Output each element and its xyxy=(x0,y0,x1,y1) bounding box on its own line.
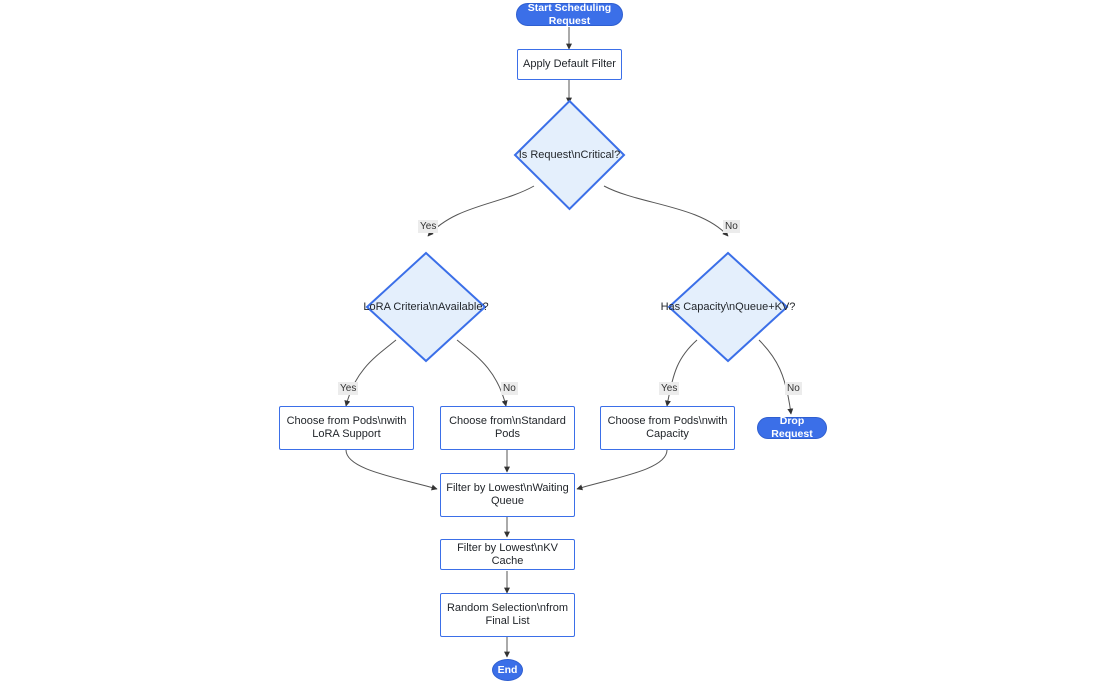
node-has-capacity[interactable]: Has Capacity\nQueue+KV? xyxy=(660,251,796,363)
edge-label-critical-yes: Yes xyxy=(418,220,439,233)
node-is-request-critical[interactable]: Is Request\nCritical? xyxy=(513,99,626,211)
node-filter-kv-cache[interactable]: Filter by Lowest\nKV Cache xyxy=(440,539,575,570)
node-lora-criteria-available-label: LoRA Criteria\nAvailable? xyxy=(363,301,489,313)
node-choose-standard-pods[interactable]: Choose from\nStandard Pods xyxy=(440,406,575,450)
node-end[interactable]: End xyxy=(492,659,523,681)
node-choose-lora-pods-label: Choose from Pods\nwith LoRA Support xyxy=(286,415,407,440)
node-apply-default-filter[interactable]: Apply Default Filter xyxy=(517,49,622,80)
node-choose-capacity-pods[interactable]: Choose from Pods\nwith Capacity xyxy=(600,406,735,450)
node-choose-standard-pods-label: Choose from\nStandard Pods xyxy=(449,415,566,440)
node-start-label: Start Scheduling Request xyxy=(527,1,612,27)
node-start[interactable]: Start Scheduling Request xyxy=(516,1,623,27)
node-choose-lora-pods[interactable]: Choose from Pods\nwith LoRA Support xyxy=(279,406,414,450)
node-end-label: End xyxy=(497,663,518,676)
diamond-shape-critical xyxy=(513,99,626,211)
node-drop-request-label: Drop Request xyxy=(771,415,813,440)
edge-label-capacity-yes: Yes xyxy=(659,382,680,395)
node-lora-criteria-available[interactable]: LoRA Criteria\nAvailable? xyxy=(363,251,489,363)
node-filter-kv-cache-label: Filter by Lowest\nKV Cache xyxy=(457,541,558,567)
node-random-selection-label: Random Selection\nfrom Final List xyxy=(446,602,569,627)
edge-choosecap-to-waiting xyxy=(576,449,668,491)
diamond-shape-lora xyxy=(365,251,487,363)
node-random-selection[interactable]: Random Selection\nfrom Final List xyxy=(440,593,575,637)
node-has-capacity-label: Has Capacity\nQueue+KV? xyxy=(660,301,796,313)
node-drop-request[interactable]: Drop Request xyxy=(757,415,827,440)
node-choose-capacity-pods-label: Choose from Pods\nwith Capacity xyxy=(607,415,728,440)
node-filter-waiting-queue[interactable]: Filter by Lowest\nWaiting Queue xyxy=(440,473,575,517)
edge-label-critical-no: No xyxy=(723,220,740,233)
diamond-shape-capacity xyxy=(667,251,789,363)
node-is-request-critical-label: Is Request\nCritical? xyxy=(518,149,621,161)
edge-label-lora-yes: Yes xyxy=(338,382,359,395)
node-apply-default-filter-label: Apply Default Filter xyxy=(523,58,616,70)
edge-label-capacity-no: No xyxy=(785,382,802,395)
edge-label-lora-no: No xyxy=(501,382,518,395)
node-filter-waiting-queue-label: Filter by Lowest\nWaiting Queue xyxy=(446,482,569,507)
edge-chooselora-to-waiting xyxy=(345,449,438,491)
